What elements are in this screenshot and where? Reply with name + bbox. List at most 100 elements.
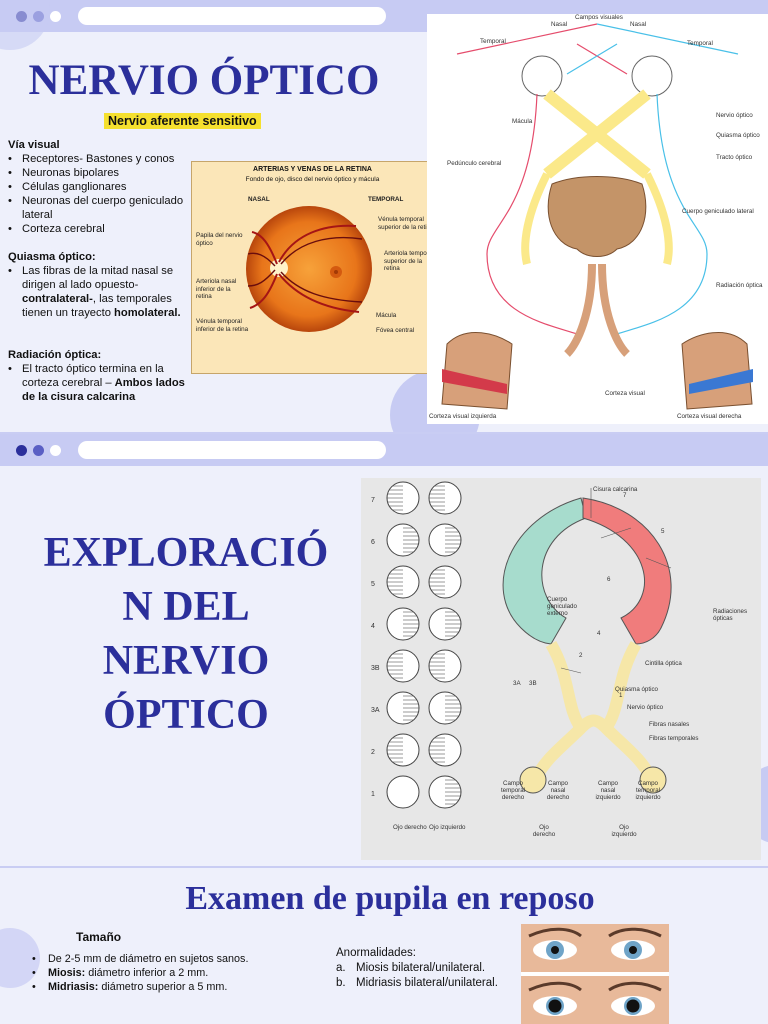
title-line: N DEL	[122, 584, 250, 630]
field-row-label: 5	[371, 581, 375, 588]
cisura-label: Cisura calcarina	[593, 486, 638, 493]
quiasma-text: , las temporales tienen un trayecto	[22, 293, 172, 319]
arteriola-nasal-label: Arteriola nasal inferior de la retina	[196, 278, 237, 300]
miosis-text: diámetro inferior a 2 mm.	[85, 967, 209, 979]
list-item: Neuronas del cuerpo geniculado lateral	[8, 194, 193, 222]
path-number: 2	[579, 652, 583, 659]
visual-field-defects-figure: 7 6 5 4 3B 3A 2 1 Ojo derecho Ojo izquierdo Cis…	[361, 478, 761, 860]
visual-pathway-anatomy-figure: Campos visuales Nasal Nasal Temporal Tem…	[427, 14, 768, 424]
field-row-label: 3B	[371, 665, 380, 672]
slide-nervio-optico: NERVIO ÓPTICO Nervio aferente sensitivo …	[0, 0, 768, 432]
list-item: Células ganglionares	[8, 180, 193, 194]
venula-temporal-inf-label: Vénula temporal inferior de la retina	[196, 318, 249, 333]
list-item: a. Miosis bilateral/unilateral.	[336, 961, 506, 976]
radiacion-bold: Ambos lados de la cisura calcarina	[22, 377, 185, 403]
quiasma-heading: Quiasma óptico:	[8, 251, 96, 263]
eyes-photo	[521, 924, 669, 1024]
radiacion-section: Radiación óptica: El tracto óptico termi…	[8, 348, 190, 404]
title-line: ÓPTICO	[103, 692, 269, 738]
slide-examen-pupila: Examen de pupila en reposo Tamaño De 2-5…	[0, 868, 768, 1024]
path-number: 4	[597, 630, 601, 637]
list-letter: a.	[336, 962, 346, 974]
anormalidades-list: Anormalidades: a.Miosis bilateral/unilat…	[336, 946, 506, 991]
list-item: Miosis: diámetro inferior a 2 mm.	[32, 966, 272, 980]
window-dot-icon	[16, 445, 27, 456]
geniculado-label: Cuerpo geniculado lateral	[682, 208, 754, 215]
venula-temporal-sup-label: Vénula temporal superior de la retina	[378, 216, 434, 231]
corteza-der-label: Corteza visual derecha	[677, 413, 742, 420]
radiacion-text: El tracto óptico termina en la corteza c…	[22, 363, 164, 389]
pathway-diagram	[502, 488, 672, 794]
list-item: Receptores- Bastones y conos	[8, 152, 193, 166]
figure-title: ARTERIAS Y VENAS DE LA RETINA	[253, 166, 372, 173]
midriasis-label: Midriasis:	[48, 981, 99, 993]
address-bar	[78, 7, 386, 25]
figure-subtitle: Fondo de ojo, disco del nervio óptico y …	[245, 176, 380, 183]
ojo-derecho-label: Ojo derecho	[393, 824, 427, 831]
path-number: 3B	[529, 680, 537, 687]
radiacion-label: Radiación óptica	[716, 282, 763, 289]
field-row-label: 2	[371, 749, 375, 756]
quiasma-label: Quiasma óptico	[716, 132, 760, 139]
path-number: 1	[619, 692, 623, 699]
slide-subtitle: Nervio aferente sensitivo	[104, 113, 261, 129]
path-number: 3A	[513, 680, 521, 687]
macula-label: Mácula	[512, 118, 533, 125]
papila-label: Papila del nervio óptico	[196, 232, 243, 247]
title-line: NERVIO	[102, 638, 270, 684]
corteza-izq-label: Corteza visual izquierda	[429, 413, 497, 420]
midriasis-text: diámetro superior a 5 mm.	[98, 981, 228, 993]
via-visual-section: Vía visual Receptores- Bastones y conos …	[8, 138, 193, 236]
tamano-list: De 2-5 mm de diámetro en sujetos sanos. …	[32, 952, 272, 994]
retina-image	[246, 206, 372, 332]
temporal-left-label: Temporal	[480, 38, 506, 45]
retina-fundus-figure: ARTERIAS Y VENAS DE LA RETINA Fondo de o…	[191, 161, 434, 374]
list-letter: b.	[336, 977, 346, 989]
anorm-a-text: Miosis bilateral/unilateral.	[356, 962, 486, 974]
quiasma-label: Quiasma óptico	[615, 686, 658, 693]
campo-temp-izq-label: Campo temporal izquierdo	[635, 780, 661, 801]
field-row-label: 3A	[371, 707, 380, 714]
radiaciones-label: Radiaciones ópticas	[713, 608, 748, 622]
campo-temp-der-label: Campo temporal derecho	[500, 780, 526, 801]
visual-pathway-diagram	[441, 23, 753, 410]
list-item: El tracto óptico termina en la corteza c…	[8, 362, 190, 404]
tamano-heading: Tamaño	[76, 930, 122, 944]
nervio-label: Nervio óptico	[627, 704, 664, 711]
campo-nasal-izq-label: Campo nasal izquierdo	[595, 780, 621, 801]
slide-header-bar	[0, 434, 768, 466]
field-row-label: 4	[371, 623, 375, 630]
decor-blob	[0, 0, 50, 50]
radiacion-heading: Radiación óptica:	[8, 349, 102, 361]
quiasma-text: Las fibras de la mitad nasal se dirigen …	[22, 265, 174, 291]
cuerpo-label: Cuerpo geniculado externo	[547, 596, 577, 617]
nasal-left-label: Nasal	[551, 21, 568, 28]
path-number: 5	[661, 528, 665, 535]
path-number: 6	[607, 576, 611, 583]
fibras-temporales-label: Fibras temporales	[649, 735, 699, 742]
campos-label: Campos visuales	[575, 14, 623, 21]
nasal-right-label: Nasal	[630, 21, 647, 28]
field-row-label: 7	[371, 497, 375, 504]
window-dot-icon	[33, 445, 44, 456]
fibras-nasales-label: Fibras nasales	[649, 721, 690, 728]
list-item: Midriasis: diámetro superior a 5 mm.	[32, 980, 272, 994]
list-item: De 2-5 mm de diámetro en sujetos sanos.	[32, 952, 272, 966]
list-item: Corteza cerebral	[8, 222, 193, 236]
nasal-label: NASAL	[248, 196, 270, 203]
temporal-right-label: Temporal	[687, 40, 713, 47]
list-item: Neuronas bipolares	[8, 166, 193, 180]
quiasma-bold: homolateral.	[114, 307, 181, 319]
visual-field-circle	[386, 775, 420, 809]
ojo-izquierdo-label: Ojo izquierdo	[429, 824, 466, 831]
miosis-label: Miosis:	[48, 967, 86, 979]
tracto-label: Tracto óptico	[716, 154, 753, 161]
pedunculo-label: Pedúnculo cerebral	[447, 160, 502, 167]
field-row-label: 6	[371, 539, 375, 546]
slide-title: Examen de pupila en reposo	[185, 880, 595, 917]
arteriola-temporal-label: Arteriola temporal superior de la retina	[384, 250, 434, 272]
via-visual-heading: Vía visual	[8, 139, 60, 151]
macula-label: Mácula	[376, 312, 397, 319]
title-line: EXPLORACIÓ	[43, 530, 329, 576]
